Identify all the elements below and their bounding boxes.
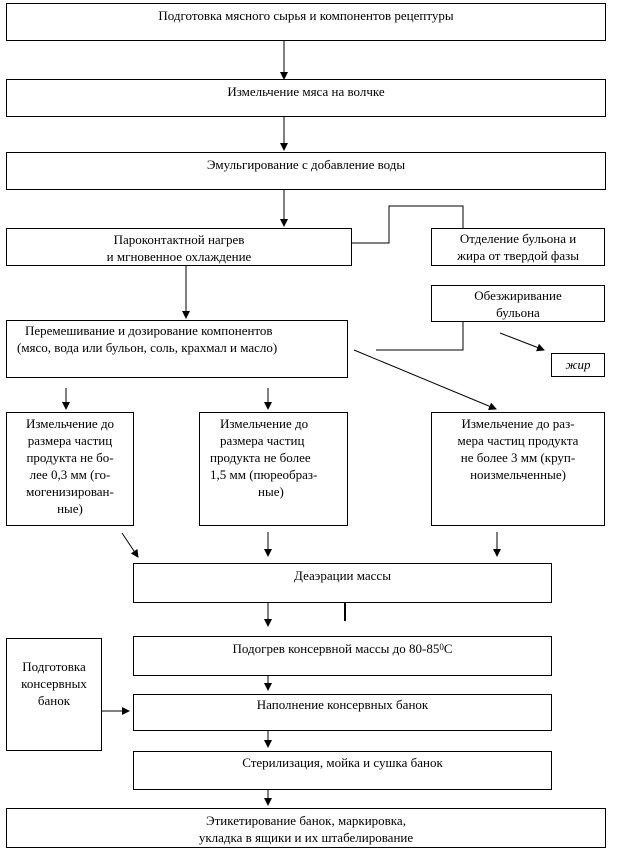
cans-prep-line: консервных bbox=[21, 676, 87, 691]
step-fill-text: Наполнение консервных банок bbox=[256, 697, 429, 712]
step-fill: Наполнение консервных банок bbox=[133, 694, 552, 731]
step-mix-line1: Перемешивание и дозирование компонентов bbox=[25, 323, 273, 338]
step-cans-prep: Подготовка консервных банок bbox=[6, 638, 102, 751]
step-heat-line1: Пароконтактной нагрев bbox=[113, 232, 245, 247]
step-heat: Пароконтактной нагрев и мгновенное охлаж… bbox=[6, 228, 352, 266]
grind-medium-line: размера частиц bbox=[220, 433, 305, 448]
grind-coarse-line: ноизмельченные) bbox=[470, 467, 566, 482]
step-mince: Измельчение мяса на волчке bbox=[6, 79, 606, 117]
step-emulsify-text: Эмульгирование с добавление воды bbox=[206, 157, 406, 172]
step-separation: Отделение бульона и жира от твердой фазы bbox=[431, 228, 605, 266]
line-heat-to-separation bbox=[352, 205, 464, 244]
step-preheat-degree: 0 bbox=[439, 642, 444, 652]
grind-medium-line: ные) bbox=[258, 484, 284, 499]
line-mix-to-defat bbox=[376, 322, 464, 351]
arrow-to-fat bbox=[499, 332, 545, 352]
step-defat-line1: Обезжиривание bbox=[474, 288, 562, 303]
step-defat: Обезжиривание бульона bbox=[431, 285, 605, 322]
step-deaeration-text: Деаэрации массы bbox=[294, 568, 391, 583]
grind-medium-line: Измельчение до bbox=[220, 416, 309, 431]
grind-fine-line: могенизирован- bbox=[26, 484, 114, 499]
step-prep: Подготовка мясного сырья и компонентов р… bbox=[6, 3, 606, 41]
grind-coarse-line: Измельчение до раз- bbox=[461, 416, 575, 431]
cans-prep-line: Подготовка bbox=[22, 659, 86, 674]
step-defat-line2: бульона bbox=[496, 305, 540, 320]
step-emulsify: Эмульгирование с добавление воды bbox=[6, 152, 606, 190]
grind-fine-line: ные) bbox=[57, 501, 83, 516]
step-separation-line2: жира от твердой фазы bbox=[457, 248, 579, 263]
grind-fine-line: размера частиц bbox=[27, 433, 113, 448]
arrow-mix-to-group3 bbox=[353, 349, 497, 411]
step-grind-medium: Измельчение до размера частиц продукта н… bbox=[199, 412, 348, 526]
step-preheat-unit: С bbox=[443, 641, 453, 656]
grind-medium-line: 1,5 мм (пюреобраз- bbox=[210, 467, 318, 482]
step-labeling: Этикетирование банок, маркировка, укладк… bbox=[6, 808, 606, 848]
step-deaeration: Деаэрации массы bbox=[133, 563, 552, 603]
step-mince-text: Измельчение мяса на волчке bbox=[227, 84, 385, 99]
step-preheat: Подогрев консервной массы до 80-850С bbox=[133, 636, 552, 676]
step-mix-line2: (мясо, вода или бульон, соль, крахмал и … bbox=[17, 340, 278, 355]
step-heat-line2: и мгновенное охлаждение bbox=[106, 249, 252, 264]
step-grind-fine: Измельчение до размера частиц продукта н… bbox=[6, 412, 134, 526]
grind-fine-line: Измельчение до bbox=[25, 416, 115, 431]
step-labeling-line2: укладка в ящики и их штабелирование bbox=[198, 830, 414, 845]
step-fat: жир bbox=[551, 353, 605, 377]
grind-medium-line: продукта не более bbox=[210, 450, 311, 465]
step-labeling-line1: Этикетирование банок, маркировка, bbox=[206, 813, 406, 828]
grind-coarse-line: мера частиц продукта bbox=[457, 433, 579, 448]
step-prep-text: Подготовка мясного сырья и компонентов р… bbox=[158, 8, 454, 23]
grind-fine-line: продукта не бо- bbox=[26, 450, 114, 465]
grind-coarse-line: не более 3 мм (круп- bbox=[460, 450, 576, 465]
arrow-group1-to-deaer bbox=[121, 532, 139, 558]
step-grind-coarse: Измельчение до раз- мера частиц продукта… bbox=[431, 412, 605, 526]
step-sterilize-text: Стерилизация, мойка и сушка банок bbox=[242, 755, 443, 770]
step-sterilize: Стерилизация, мойка и сушка банок bbox=[133, 751, 552, 790]
step-mix: Перемешивание и дозирование компонентов … bbox=[6, 320, 348, 378]
step-fat-text: жир bbox=[565, 357, 591, 372]
step-separation-line1: Отделение бульона и bbox=[459, 231, 577, 246]
grind-fine-line: лее 0,3 мм (го- bbox=[29, 467, 111, 482]
step-preheat-text: Подогрев консервной массы до 80-85 bbox=[232, 641, 440, 656]
cans-prep-line: банок bbox=[37, 693, 71, 708]
